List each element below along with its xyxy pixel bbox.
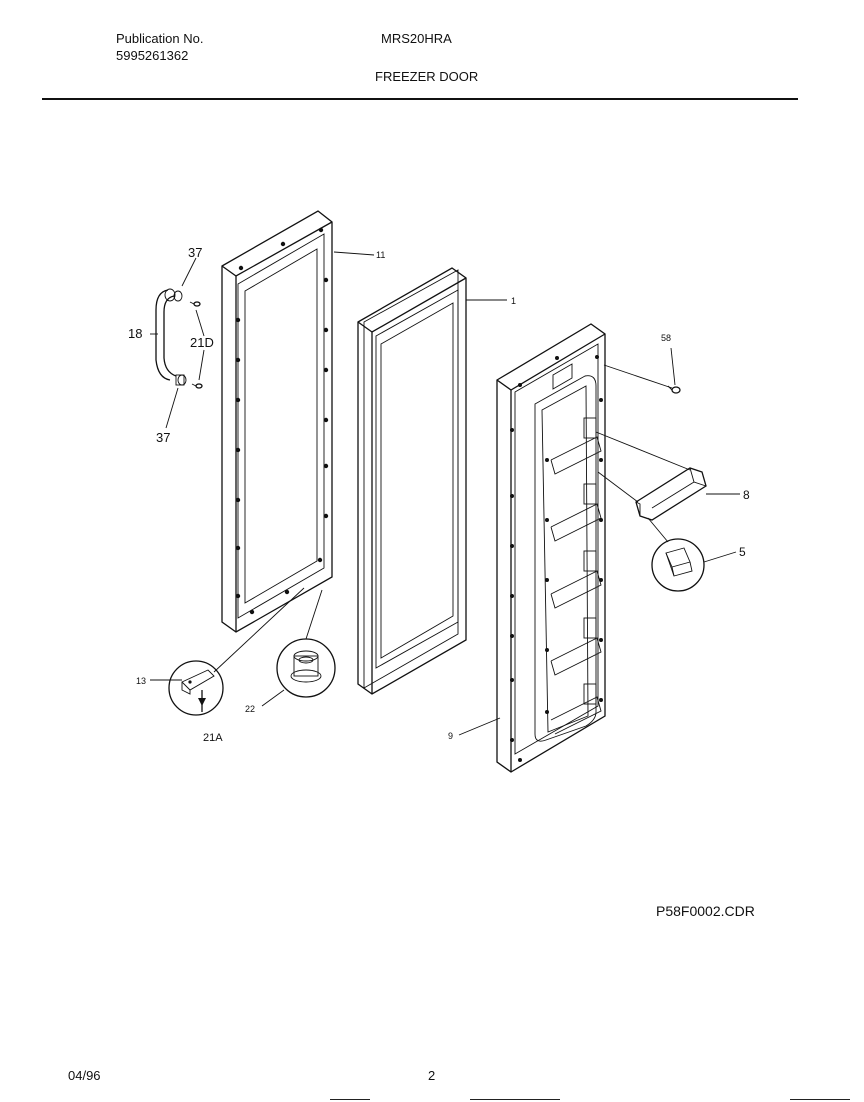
callout-37-top: 37 [188,245,202,260]
callout-9: 9 [448,731,453,741]
screw-58 [603,347,681,394]
hinge-bracket-detail [168,587,305,716]
callout-leaders [150,251,740,736]
shelf-clip-detail [647,517,705,592]
callout-37-bottom: 37 [156,430,170,445]
hinge-bushing-detail [276,589,336,698]
shelf-bar [595,431,707,521]
footer-rule-left [330,1099,370,1100]
page-number: 2 [428,1068,436,1083]
callout-1: 1 [511,296,516,306]
door-inner-liner [496,323,606,773]
door-outer-panel [221,210,333,633]
callout-18: 18 [128,326,142,341]
callout-21d: 21D [190,335,214,350]
callout-58: 58 [661,333,671,343]
callout-11: 11 [376,250,385,260]
publication-number: 5995261362 [116,48,189,63]
drawing-file-name: P58F0002.CDR [656,903,755,919]
revision-date: 04/96 [68,1068,101,1083]
model-number: MRS20HRA [381,31,452,46]
door-handle [155,288,187,386]
callout-5: 5 [739,545,746,559]
section-title: FREEZER DOOR [375,69,479,84]
handle-screws [189,301,205,389]
callout-13: 13 [136,676,146,686]
footer-rule-right [790,1099,850,1100]
header-divider [42,98,798,100]
door-gasket [357,267,467,695]
callout-21a: 21A [203,732,223,744]
footer-rule-center [470,1099,560,1100]
publication-label: Publication No. [116,31,204,46]
callout-22: 22 [245,704,255,714]
callout-8: 8 [743,488,750,502]
